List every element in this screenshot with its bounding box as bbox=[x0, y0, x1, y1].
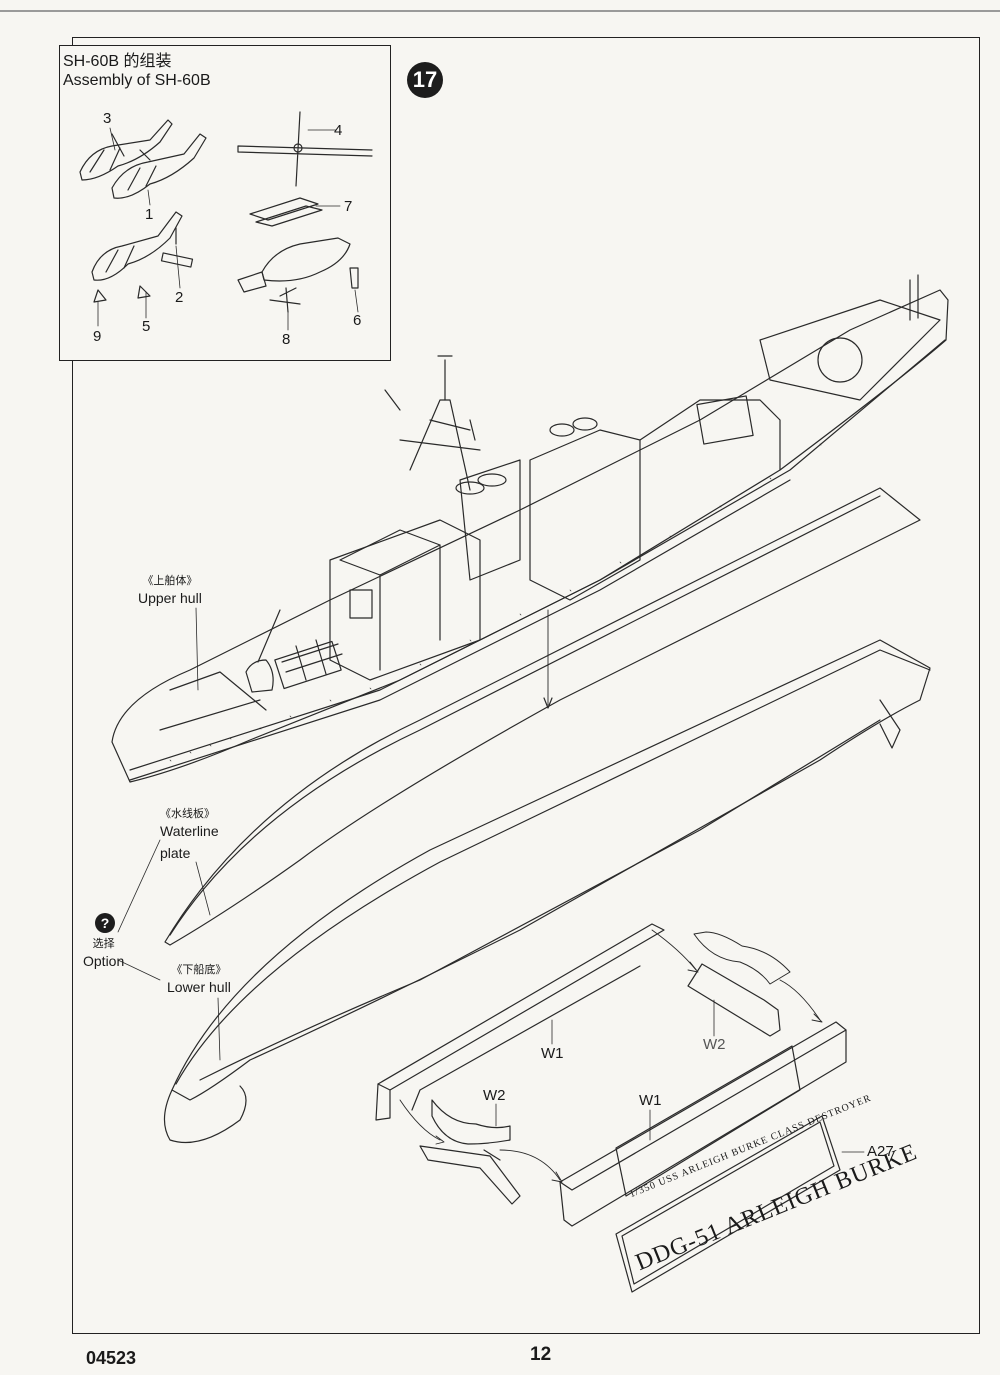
part-number-3: 3 bbox=[103, 110, 112, 127]
stand-part-w2-right: W2 bbox=[703, 1036, 726, 1053]
inset-title-cn: SH-60B 的组装 bbox=[63, 53, 172, 70]
stand-part-w1-back: W1 bbox=[639, 1092, 662, 1109]
plaque-part-a27: A27 bbox=[867, 1143, 894, 1160]
waterline-plate-drawing bbox=[164, 487, 921, 946]
helicopter-drawing-1 bbox=[79, 119, 207, 199]
page-frame bbox=[72, 37, 980, 1334]
sh60b-inset-box bbox=[59, 45, 391, 361]
stand-part-w2-left: W2 bbox=[483, 1087, 506, 1104]
helicopter-drawing-2 bbox=[91, 211, 194, 303]
step-number-badge: 17 bbox=[407, 62, 443, 98]
lower-hull-drawing bbox=[163, 639, 931, 1144]
lower-hull-label-cn: 《下船底》 bbox=[171, 964, 227, 976]
part-number-9: 9 bbox=[93, 328, 102, 345]
part-number-7: 7 bbox=[344, 198, 353, 215]
part-number-8: 8 bbox=[282, 331, 291, 348]
option-icon: ? bbox=[95, 913, 115, 933]
label-leader-lines bbox=[117, 607, 865, 1153]
part-number-2: 2 bbox=[175, 289, 184, 306]
part-number-4: 4 bbox=[334, 122, 343, 139]
waterline-plate-label: 《水线板》 Waterline plate bbox=[160, 806, 219, 862]
upper-hull-drawing bbox=[111, 274, 949, 783]
stand-arrows bbox=[399, 929, 823, 1183]
upper-hull-label-cn: 《上舶体》 bbox=[142, 575, 198, 587]
nameplate-drawing bbox=[615, 1115, 841, 1293]
part-number-6: 6 bbox=[353, 312, 362, 329]
display-stand-drawing bbox=[375, 923, 847, 1227]
inset-title-en: Assembly of SH-60B bbox=[63, 72, 211, 89]
waterline-plate-label-en-2: plate bbox=[160, 845, 191, 861]
upper-hull-label: 《上舶体》 Upper hull bbox=[138, 573, 202, 607]
part-number-1: 1 bbox=[145, 206, 154, 223]
inset-leader-lines bbox=[97, 127, 359, 331]
top-rule bbox=[0, 10, 1000, 12]
part-number-5: 5 bbox=[142, 318, 151, 335]
product-code: 04523 bbox=[86, 1348, 137, 1368]
lower-hull-label: 《下船底》 Lower hull bbox=[167, 962, 231, 996]
page-number: 12 bbox=[530, 1344, 552, 1365]
option-label: 选择 Option bbox=[83, 936, 124, 970]
inset-title: SH-60B 的组装 Assembly of SH-60B bbox=[63, 52, 211, 90]
option-label-cn: 选择 bbox=[92, 938, 115, 950]
helicopter-drawing-3 bbox=[237, 111, 373, 313]
stand-part-w1-front: W1 bbox=[541, 1045, 564, 1062]
waterline-plate-label-en-1: Waterline bbox=[160, 823, 219, 839]
upper-hull-label-en: Upper hull bbox=[138, 590, 202, 606]
lower-hull-label-en: Lower hull bbox=[167, 979, 231, 995]
option-label-en: Option bbox=[83, 953, 125, 969]
waterline-plate-label-cn: 《水线板》 bbox=[160, 808, 215, 820]
